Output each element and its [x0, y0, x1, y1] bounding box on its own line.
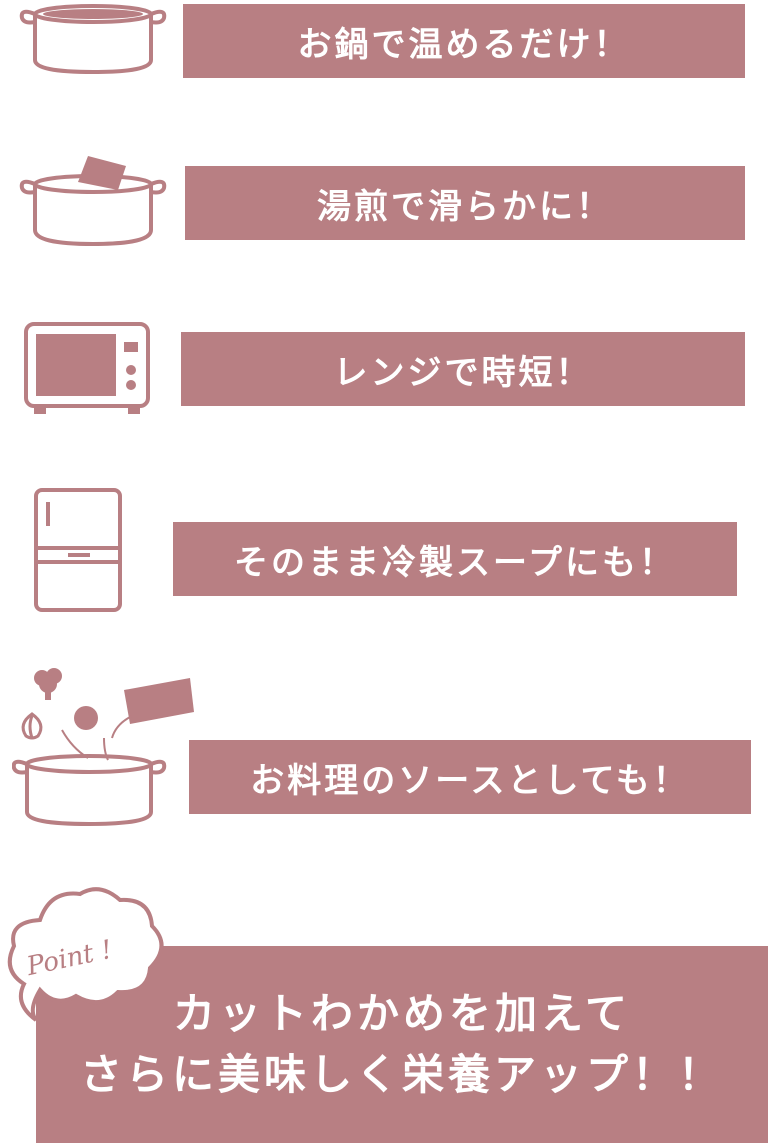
point-box: カットわかめを加えて さらに美味しく栄養アップ！！	[36, 946, 768, 1143]
pot-with-pouch-icon	[19, 156, 167, 247]
refrigerator-icon	[34, 488, 122, 612]
feature-label: お料理のソースとしても！	[189, 740, 751, 814]
feature-label: 湯煎で滑らかに！	[185, 166, 745, 240]
feature-label: お鍋で温めるだけ！	[183, 4, 745, 78]
point-line-2: さらに美味しく栄養アップ！！	[79, 1049, 724, 1099]
feature-label: そのまま冷製スープにも！	[173, 522, 737, 596]
microwave-icon	[24, 322, 150, 414]
pot-icon	[19, 4, 167, 75]
feature-label: レンジで時短！	[181, 332, 745, 406]
point-line-1: カットわかめを加えて	[173, 988, 631, 1038]
cooking-ingredients-pot-icon	[12, 668, 194, 827]
point-cloud-bubble-icon	[7, 887, 164, 1022]
